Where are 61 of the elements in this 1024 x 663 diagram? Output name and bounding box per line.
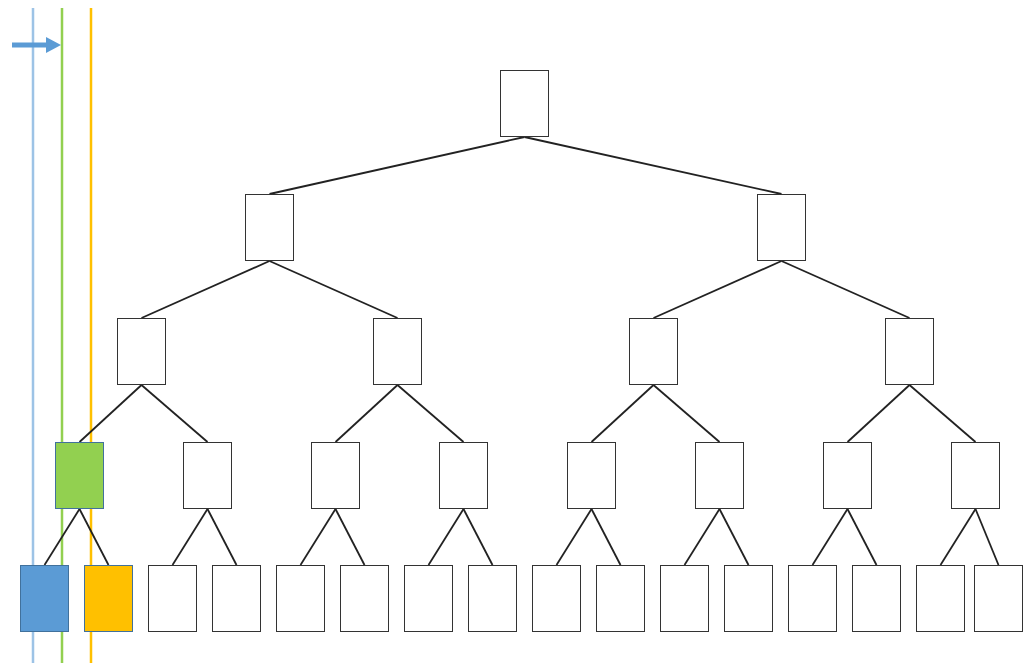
tree-node-box xyxy=(823,442,872,509)
tree-node-box xyxy=(974,565,1023,632)
tree-edge-line xyxy=(846,384,911,443)
tree-node-box xyxy=(916,565,965,632)
tree-edge-line xyxy=(590,508,622,566)
tree-node-box xyxy=(951,442,1000,509)
tree-edge-line xyxy=(908,384,977,443)
tree-edge-line xyxy=(718,508,750,566)
tree-edge-line xyxy=(652,384,721,443)
tree-edge-line xyxy=(268,136,526,195)
tree-node-box xyxy=(55,442,104,509)
tree-edge-line xyxy=(939,508,977,566)
tree-edge-line xyxy=(268,260,399,319)
tree-node-box xyxy=(629,318,678,385)
tree-node-box xyxy=(567,442,616,509)
tree-node-box xyxy=(724,565,773,632)
tree-node-box xyxy=(84,565,133,632)
tree-node-box xyxy=(311,442,360,509)
tree-edge-line xyxy=(43,508,81,566)
tree-node-box xyxy=(596,565,645,632)
tree-edge-line xyxy=(140,260,271,319)
tree-edge-line xyxy=(334,384,399,443)
tree-node-box xyxy=(183,442,232,509)
tree-node-box xyxy=(852,565,901,632)
tree-node-box xyxy=(532,565,581,632)
tree-node-box xyxy=(148,565,197,632)
tree-edge-line xyxy=(299,508,337,566)
tree-edge-line xyxy=(78,384,143,443)
tree-node-box xyxy=(788,565,837,632)
tree-node-box xyxy=(660,565,709,632)
tree-edge-line xyxy=(140,384,209,443)
tree-edge-line xyxy=(683,508,721,566)
tree-edge-line xyxy=(555,508,593,566)
tree-node-box xyxy=(212,565,261,632)
tree-node-box xyxy=(245,194,294,261)
tree-edge-line xyxy=(811,508,849,566)
tree-node-box xyxy=(373,318,422,385)
tree-node-box xyxy=(500,70,549,137)
tree-edge-line xyxy=(974,508,1000,566)
tree-edge-line xyxy=(652,260,783,319)
tree-edge-line xyxy=(780,260,911,319)
tree-edge-line xyxy=(427,508,465,566)
tree-edge-line xyxy=(78,508,110,566)
tree-node-box xyxy=(117,318,166,385)
tree-node-box xyxy=(439,442,488,509)
tree-edge-line xyxy=(171,508,209,566)
tree-node-box xyxy=(757,194,806,261)
tree-edge-line xyxy=(462,508,494,566)
tree-edge-line xyxy=(334,508,366,566)
tree-node-box xyxy=(276,565,325,632)
tree-edge-line xyxy=(206,508,238,566)
tree-edge-line xyxy=(846,508,878,566)
tree-edge-line xyxy=(396,384,465,443)
tree-node-box xyxy=(20,565,69,632)
tree-edge-line xyxy=(590,384,655,443)
tree-node-box xyxy=(885,318,934,385)
tree-node-box xyxy=(468,565,517,632)
tree-edge-line xyxy=(523,136,783,195)
tree-node-box xyxy=(695,442,744,509)
tree-node-box xyxy=(404,565,453,632)
tree-node-box xyxy=(340,565,389,632)
